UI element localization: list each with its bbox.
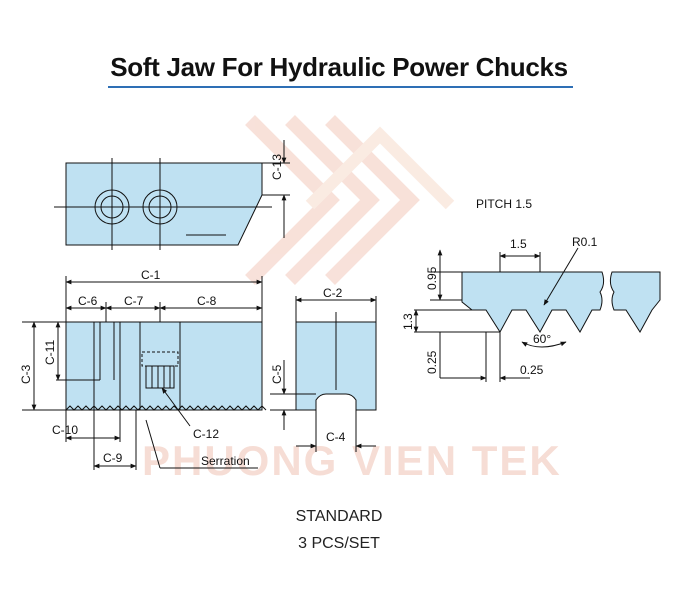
label-serration: Serration [201, 454, 250, 468]
pitch-title: PITCH 1.5 [476, 197, 532, 211]
height-low-value: 0.25 [425, 350, 439, 374]
watermark-logo [245, 115, 455, 285]
label-c1: C-1 [141, 268, 161, 282]
offset-value: 0.25 [520, 363, 544, 377]
label-c9: C-9 [103, 451, 123, 465]
caption-standard: STANDARD [295, 508, 383, 525]
angle-value: 60° [533, 332, 551, 346]
top-view [54, 140, 290, 250]
label-c4: C-4 [326, 430, 346, 444]
label-c11: C-11 [43, 340, 57, 365]
watermark-text: PHUONG VIEN TEK [142, 437, 562, 484]
label-c10: C-10 [52, 423, 78, 437]
label-c2: C-2 [323, 286, 343, 300]
height-mid-value: 1.3 [401, 313, 415, 330]
caption-set: 3 PCS/SET [298, 535, 380, 552]
label-c12: C-12 [193, 427, 219, 441]
pitch-value: 1.5 [510, 237, 527, 251]
radius-value: R0.1 [572, 235, 598, 249]
label-c6: C-6 [78, 294, 98, 308]
pitch-detail [413, 247, 661, 382]
label-c8: C-8 [197, 294, 217, 308]
label-c5: C-5 [270, 364, 284, 384]
front-view [22, 276, 267, 470]
label-c7: C-7 [124, 294, 144, 308]
label-c13: C-13 [270, 154, 284, 180]
side-view [270, 296, 377, 452]
height-top-value: 0.95 [425, 266, 439, 290]
title-underline [108, 86, 573, 88]
label-c3: C-3 [19, 364, 33, 384]
page-title: Soft Jaw For Hydraulic Power Chucks [110, 52, 568, 82]
